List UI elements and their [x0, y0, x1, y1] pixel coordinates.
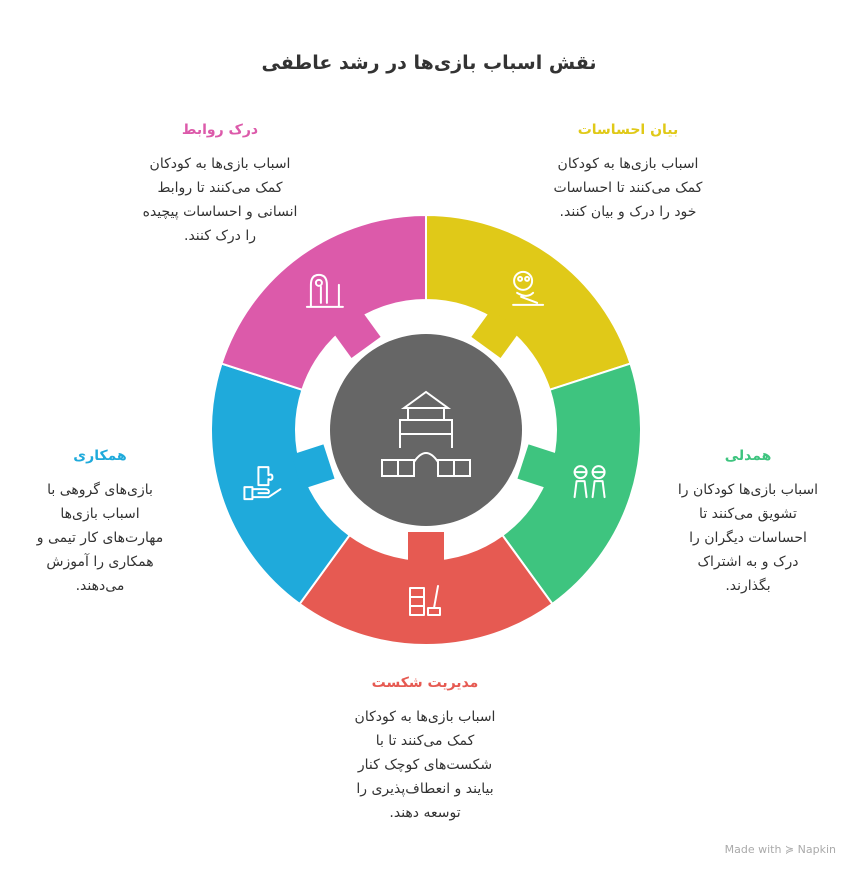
segment-expression	[425, 213, 632, 392]
text-line: اسباب بازی‌ها به کودکان	[557, 156, 699, 172]
segment-tab	[517, 444, 561, 490]
segment-tab	[408, 532, 444, 566]
text-line: توسعه دهند.	[389, 805, 461, 821]
hand-puzzle-icon	[243, 466, 282, 501]
segment-failure	[298, 532, 554, 646]
text-line: اسباب بازی‌ها کودکان را	[677, 482, 819, 498]
segment-relationships	[220, 213, 427, 392]
text-line: شکست‌های کوچک کنار	[357, 757, 493, 773]
text-line: درک و به اشتراک	[697, 554, 799, 570]
text-line: کمک می‌کنند تا احساسات	[553, 180, 703, 196]
page-title: نقش اسباب بازی‌ها در رشد عاطفی	[261, 52, 597, 74]
text-line: انسانی و احساسات پیچیده	[142, 204, 298, 220]
children-icon	[573, 465, 606, 499]
text-line: اسباب بازی‌ها به کودکان	[354, 709, 496, 725]
text-line: اسباب بازی‌ها	[60, 506, 140, 522]
segment-text-empathy: همدلی اسباب بازی‌ها کودکان را تشویق می‌ک…	[628, 448, 858, 598]
segment-text-failure: مدیریت شکست اسباب بازی‌ها به کودکان کمک …	[305, 675, 545, 825]
toy-castle-icon	[381, 390, 471, 477]
blocks-hammer-icon	[409, 585, 441, 616]
text-line: بیایند و انعطاف‌پذیری را	[356, 781, 494, 797]
segment-tab	[331, 309, 381, 359]
segment-title: بیان احساسات	[577, 122, 679, 138]
text-line: کمک می‌کنند تا با	[375, 733, 475, 749]
segment-arc	[298, 533, 554, 646]
text-line: بگذارند.	[725, 578, 771, 594]
segment-empathy	[501, 362, 642, 606]
segment-arc	[501, 362, 642, 606]
text-line: احساسات دیگران را	[689, 530, 807, 546]
segment-text-expression: بیان احساسات اسباب بازی‌ها به کودکان کمک…	[508, 122, 748, 224]
segment-title: همکاری	[73, 448, 127, 464]
text-line: مهارت‌های کار تیمی و	[36, 530, 164, 546]
segment-cooperation	[210, 362, 351, 606]
segment-title: درک روابط	[181, 122, 259, 138]
segment-title: همدلی	[724, 448, 772, 464]
bead-maze-icon	[305, 273, 344, 308]
text-line: خود را درک و بیان کنند.	[559, 204, 697, 220]
text-line: اسباب بازی‌ها به کودکان	[149, 156, 291, 172]
napkin-watermark: Made with ≽ Napkin	[724, 843, 836, 856]
text-line: بازی‌های گروهی با	[47, 482, 153, 498]
segment-arc	[220, 213, 427, 392]
text-line: تشویق می‌کنند تا	[699, 506, 797, 522]
segment-tab	[291, 444, 335, 490]
text-line: را درک کنند.	[184, 228, 256, 244]
toy-dog-icon	[512, 270, 545, 306]
text-line: همکاری را آموزش	[46, 554, 154, 570]
segment-tab	[471, 309, 521, 359]
segment-text-relationships: درک روابط اسباب بازی‌ها به کودکان کمک می…	[100, 122, 340, 248]
text-line: کمک می‌کنند تا روابط	[157, 180, 283, 196]
segment-arc	[425, 213, 632, 392]
segment-text-cooperation: همکاری بازی‌های گروهی با اسباب بازی‌ها م…	[0, 448, 220, 598]
segment-title: مدیریت شکست	[371, 675, 479, 691]
text-line: می‌دهند.	[75, 578, 125, 594]
segment-arc	[210, 362, 351, 606]
center-hub	[330, 334, 522, 526]
